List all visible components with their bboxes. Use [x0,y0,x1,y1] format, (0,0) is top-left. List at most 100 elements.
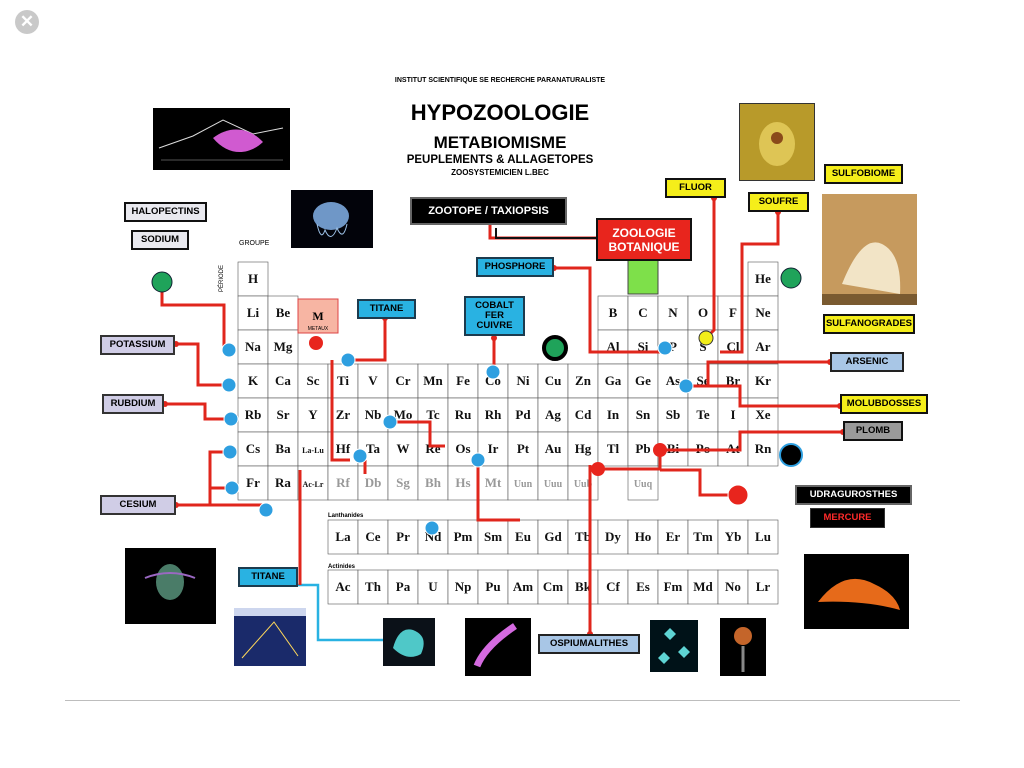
lanthanide-yb-symbol: Yb [725,529,742,544]
element-he-cell [747,261,779,297]
lanthanide-pm-cell [447,519,479,555]
element-si-symbol: Si [638,339,649,354]
page-subtitle: METABIOMISME [433,133,567,152]
element-n-symbol: N [668,305,678,320]
element-ra-symbol: Ra [275,475,291,490]
lanthanide-tb-cell [567,519,599,555]
lanthanide-tb-symbol: Tb [575,529,591,544]
label-zootope-taxiopsis: ZOOTOPE / TAXIOPSIS [410,197,567,225]
lanthanide-ho-symbol: Ho [635,529,652,544]
actinide-fm-cell [657,569,689,605]
element-ne-cell [747,295,779,331]
element-cl-symbol: Cl [727,339,740,354]
lanthanide-la-cell [327,519,359,555]
element-uuq-symbol: Uuq [634,479,653,490]
element-uuu-cell [537,465,569,501]
element-ti-symbol: Ti [337,373,349,388]
lanthanides-label: Lanthanides [328,513,364,519]
element-sg-symbol: Sg [396,475,410,490]
lanthanide-lu-symbol: Lu [755,529,771,544]
actinide-np-cell [447,569,479,605]
actinide-cf-symbol: Cf [606,579,620,594]
element-sn-symbol: Sn [636,407,651,422]
element-zn-cell [567,363,599,399]
element-tc-symbol: Tc [426,407,439,422]
jellyfish-creature-image [291,190,373,248]
sulfobiome-image [822,194,917,305]
element-rf-cell [327,465,359,501]
label-phosphore: PHOSPHORE [476,257,554,277]
label-sodium: SODIUM [131,230,189,250]
label-cobalt-fer-cuivre: COBALT FER CUIVRE [464,296,525,336]
element-b-symbol: B [609,305,618,320]
lanthanide-eu-cell [507,519,539,555]
element-i-symbol: I [730,407,735,422]
element-be-cell [267,295,299,331]
element-h-symbol: H [248,271,258,286]
element-fe-symbol: Fe [456,373,470,388]
label-molubdosses: MOLUBDOSSES [840,394,928,414]
cobalt-text: COBALT FER CUIVRE [475,300,514,331]
close-icon[interactable]: ✕ [15,10,39,34]
element-hg-symbol: Hg [575,441,592,456]
label-sulfobiome: SULFOBIOME [824,164,903,184]
element-rh-symbol: Rh [485,407,502,422]
element-te-cell [687,397,719,433]
label-rubdium: RUBDIUM [102,394,164,414]
label-arsenic: ARSENIC [830,352,904,372]
element-ba-cell [267,431,299,467]
element-se-symbol: Se [697,373,710,388]
label-soufre: SOUFRE [748,192,809,212]
lanthanide-dy-symbol: Dy [605,529,621,544]
element-tc-cell [417,397,449,433]
element-mo-symbol: Mo [394,407,413,422]
author-line: ZOOSYSTEMICIEN L.BEC [451,168,549,177]
lanthanide-sm-cell [477,519,509,555]
actinide-am-cell [507,569,539,605]
element-ne-symbol: Ne [755,305,770,320]
element-be-symbol: Be [276,305,291,320]
element-mn-cell [417,363,449,399]
element-rf-symbol: Rf [336,475,350,490]
element-sg-cell [387,465,419,501]
cyan-stars-image [650,620,698,672]
orange-creature-image [804,554,909,629]
element-nb-symbol: Nb [365,407,382,422]
actinide-cf-cell [597,569,629,605]
lanthanide-eu-symbol: Eu [515,529,531,544]
element-sc-symbol: Sc [307,373,320,388]
lanthanide-gd-cell [537,519,569,555]
actinide-u-symbol: U [428,579,438,594]
element-te-symbol: Te [696,407,709,422]
actinide-th-cell [357,569,389,605]
element-cd-symbol: Cd [575,407,592,422]
element-uun-cell [507,465,539,501]
label-mercure: MERCURE [810,508,885,528]
element-v-symbol: V [368,373,378,388]
element-hs-symbol: Hs [455,475,470,490]
element-v-cell [357,363,389,399]
element-uuu-symbol: Uuu [544,479,563,490]
element-rb-symbol: Rb [245,407,262,422]
element-ru-symbol: Ru [455,407,472,422]
actinide-pa-cell [387,569,419,605]
label-zoologie-botanique: ZOOLOGIE BOTANIQUE [596,218,692,261]
actinide-bk-symbol: Bk [575,579,592,594]
element-xe-symbol: Xe [755,407,770,422]
lanthanide-ce-cell [357,519,389,555]
page-title: HYPOZOOLOGIE [410,100,590,125]
actinide-pa-symbol: Pa [396,579,411,594]
element-ni-cell [507,363,539,399]
actinide-md-cell [687,569,719,605]
actinide-lr-symbol: Lr [756,579,771,594]
element-zn-symbol: Zn [575,373,592,388]
label-titane-bottom: TITANE [238,567,298,587]
element-sr-symbol: Sr [277,407,290,422]
actinide-pu-symbol: Pu [485,579,500,594]
element-pb-symbol: Pb [635,441,650,456]
actinide-lr-cell [747,569,779,605]
element-pt-cell [507,431,539,467]
element-na-cell [237,329,269,365]
lanthanide-pm-symbol: Pm [454,529,473,544]
